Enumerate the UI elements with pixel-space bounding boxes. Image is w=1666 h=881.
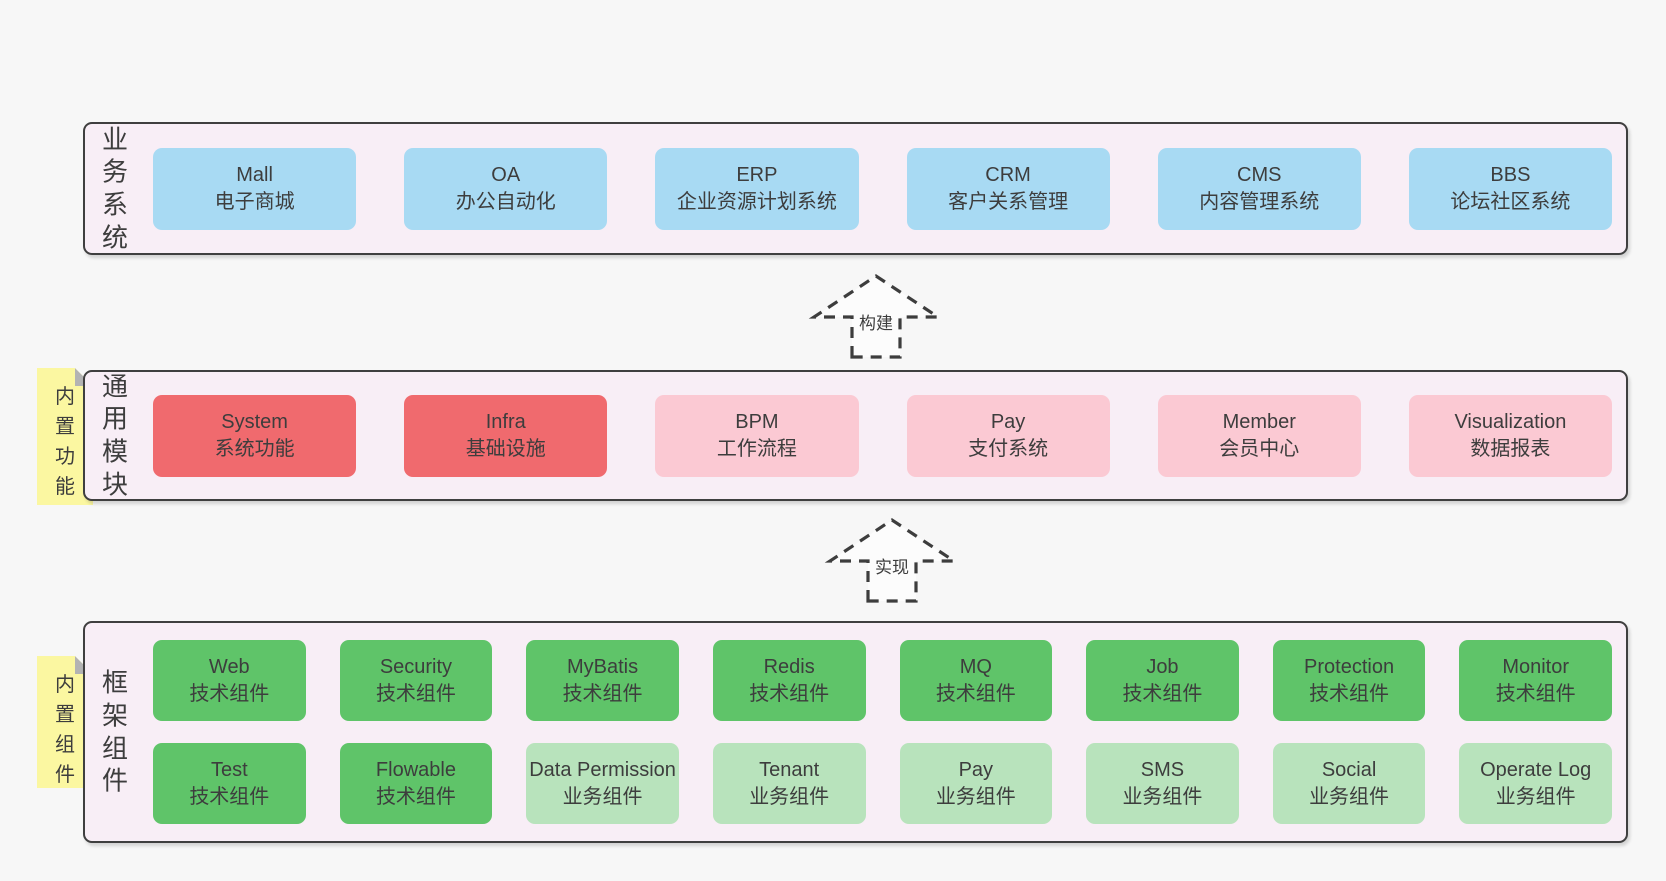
band-boxes: Web 技术组件 Security 技术组件 MyBatis 技术组件 Redi… [153,640,1612,824]
band-title: 业务系统 [101,124,128,253]
band-business-systems: 业务系统 Mall 电子商城 OA 办公自动化 ERP 企业资源计划系统 CRM… [83,122,1628,255]
box-name: Mall [236,163,273,186]
box-subtitle: 电子商城 [214,190,295,213]
box-name: CMS [1237,163,1282,186]
box-crm: CRM 客户关系管理 [906,147,1110,230]
box-name: Redis [763,655,815,678]
box-erp: ERP 企业资源计划系统 [655,147,859,230]
box-subtitle: 基础设施 [465,437,546,460]
band-boxes: Mall 电子商城 OA 办公自动化 ERP 企业资源计划系统 CRM 客户关系… [153,147,1612,230]
box-protection: Protection 技术组件 [1272,640,1426,721]
box-subtitle: 系统功能 [214,437,295,460]
box-name: SMS [1140,758,1185,781]
box-subtitle: 技术组件 [562,682,643,705]
box-monitor: Monitor 技术组件 [1459,640,1612,721]
box-name: Test [210,758,248,781]
box-pay-business: Pay 业务组件 [899,743,1053,824]
box-subtitle: 客户关系管理 [948,190,1069,213]
band-title: 框架组件 [101,667,128,796]
box-subtitle: 技术组件 [189,682,270,705]
arrow-label: 实现 [875,558,909,577]
implement-arrow-icon: 实现 [824,518,960,603]
box-name: BBS [1490,163,1531,186]
build-arrow-icon: 构建 [808,274,944,359]
box-name: Monitor [1502,655,1570,678]
box-subtitle: 会员中心 [1219,437,1300,460]
box-name: Member [1222,410,1296,433]
box-name: OA [491,163,521,186]
box-job: Job 技术组件 [1086,640,1239,721]
box-subtitle: 办公自动化 [455,190,556,213]
box-name: Pay [990,410,1026,433]
box-name: Job [1146,655,1179,678]
box-subtitle: 企业资源计划系统 [676,190,837,213]
box-name: Data Permission [529,758,676,781]
box-cms: CMS 内容管理系统 [1157,147,1361,230]
box-security: Security 技术组件 [339,640,493,721]
band-title: 通用模块 [101,371,128,500]
box-subtitle: 技术组件 [935,682,1016,705]
box-subtitle: 技术组件 [1495,682,1576,705]
box-subtitle: 工作流程 [716,437,797,460]
box-flowable: Flowable 技术组件 [339,743,493,824]
box-subtitle: 技术组件 [1122,682,1203,705]
box-subtitle: 技术组件 [375,682,456,705]
box-subtitle: 技术组件 [749,682,830,705]
box-name: Operate Log [1480,758,1592,781]
box-system: System 系统功能 [153,394,357,477]
box-pay: Pay 支付系统 [906,394,1110,477]
box-name: Visualization [1454,410,1567,433]
arrow-label: 构建 [859,314,893,333]
box-name: BPM [735,410,779,433]
box-subtitle: 业务组件 [1122,785,1203,808]
box-name: Flowable [375,758,456,781]
box-infra: Infra 基础设施 [404,394,608,477]
sticky-note-label: 内置组件 [55,674,75,786]
box-data-permission: Data Permission 业务组件 [526,743,679,824]
band-framework-components: 框架组件 Web 技术组件 Security 技术组件 MyBatis 技术组件… [83,621,1628,843]
box-name: System [221,410,288,433]
box-subtitle: 业务组件 [749,785,830,808]
box-test: Test 技术组件 [153,743,306,824]
box-name: Protection [1304,655,1395,678]
box-name: MQ [959,655,992,678]
box-operate-log: Operate Log 业务组件 [1459,743,1612,824]
box-subtitle: 业务组件 [1495,785,1576,808]
band-boxes: System 系统功能 Infra 基础设施 BPM 工作流程 Pay 支付系统… [153,394,1612,477]
box-subtitle: 业务组件 [935,785,1016,808]
box-social: Social 业务组件 [1272,743,1426,824]
box-subtitle: 技术组件 [1309,682,1390,705]
box-mybatis: MyBatis 技术组件 [526,640,679,721]
box-sms: SMS 业务组件 [1086,743,1239,824]
box-web: Web 技术组件 [153,640,306,721]
box-name: Social [1321,758,1377,781]
box-name: Tenant [759,758,820,781]
box-name: CRM [985,163,1031,186]
box-name: MyBatis [567,655,639,678]
box-name: ERP [736,163,778,186]
box-redis: Redis 技术组件 [712,640,866,721]
box-bbs: BBS 论坛社区系统 [1408,147,1612,230]
box-member: Member 会员中心 [1157,394,1361,477]
box-bpm: BPM 工作流程 [655,394,859,477]
box-name: Web [208,655,250,678]
box-mall: Mall 电子商城 [153,147,357,230]
box-tenant: Tenant 业务组件 [712,743,866,824]
box-oa: OA 办公自动化 [404,147,608,230]
box-subtitle: 技术组件 [375,785,456,808]
box-name: Pay [958,758,994,781]
sticky-note-label: 内置功能 [55,386,75,498]
box-subtitle: 数据报表 [1470,437,1551,460]
box-name: Security [379,655,453,678]
box-mq: MQ 技术组件 [899,640,1053,721]
box-subtitle: 业务组件 [562,785,643,808]
box-subtitle: 论坛社区系统 [1450,190,1571,213]
box-subtitle: 业务组件 [1309,785,1390,808]
box-name: Infra [485,410,526,433]
box-subtitle: 内容管理系统 [1199,190,1320,213]
box-subtitle: 支付系统 [968,437,1049,460]
box-visualization: Visualization 数据报表 [1408,394,1612,477]
band-common-modules: 通用模块 System 系统功能 Infra 基础设施 BPM 工作流程 Pay… [83,370,1628,501]
box-subtitle: 技术组件 [189,785,270,808]
